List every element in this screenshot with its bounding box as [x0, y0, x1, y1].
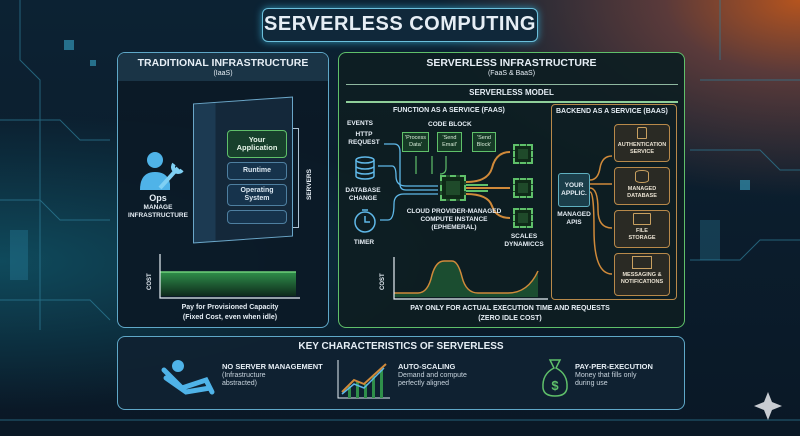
page-title: Serverless Computing — [264, 13, 536, 35]
usage-cost-caption-1: Pay only for actual execution time and r… — [410, 305, 610, 312]
service-file-storage: File Storage — [614, 210, 670, 248]
serverless-subtitle: (FaaS & BaaS) — [487, 70, 536, 77]
fixed-cost-caption-1: Pay for Provisioned Capacity — [181, 304, 279, 311]
event-http-request: HTTP Request — [348, 131, 380, 146]
scaled-chip-icon-1 — [513, 144, 533, 164]
service-database: Managed Database — [614, 167, 670, 205]
baas-box — [551, 104, 677, 300]
your-app-box — [558, 173, 590, 207]
stack-hardware — [227, 210, 287, 224]
servers-label: Servers — [306, 169, 313, 200]
timer-icon — [354, 209, 376, 233]
key-item-title-3: Pay-per-Execution — [575, 362, 653, 371]
code-block-send-email: 'Send Email' — [437, 132, 462, 152]
usage-cost-area — [394, 261, 538, 297]
stack-runtime: Runtime — [227, 162, 287, 180]
compute-caption: Cloud Provider-Managed Compute Instance … — [406, 208, 502, 231]
usage-cost-chart — [393, 257, 548, 300]
key-item-desc-1: (Infrastructure abstracted) — [222, 372, 266, 387]
code-block-send-block: 'Send Block' — [472, 132, 496, 152]
usage-cost-axis-label: Cost — [380, 273, 386, 290]
scaled-chip-icon-3 — [513, 208, 533, 228]
service-database-label: Managed Database — [627, 186, 657, 199]
code-block-label: Code Block — [428, 121, 472, 128]
key-item-desc-3: Money that fills only during use — [575, 372, 637, 387]
baas-title: Backend as a Service (BaaS) — [556, 108, 668, 115]
faas-title: Function as a Service (FaaS) — [393, 107, 505, 114]
fixed-cost-area — [160, 272, 296, 296]
scales-caption: Scales Dynamiccs — [504, 233, 544, 248]
usage-cost-caption-2: (Zero idle cost) — [478, 315, 542, 322]
event-database-change: Database Change — [345, 187, 381, 202]
scaled-chip-icon-2 — [513, 178, 533, 198]
service-messaging: Messaging & Notifications — [614, 253, 670, 296]
database-icon — [355, 156, 375, 180]
events-label: Events — [347, 120, 374, 127]
service-authentication-label: Authentication Service — [617, 142, 667, 155]
fixed-cost-chart — [159, 254, 300, 299]
key-characteristics-panel — [117, 336, 685, 410]
stack-operating-system: Operating System — [227, 184, 287, 206]
money-bag-icon: $ — [542, 359, 568, 397]
fixed-cost-axis-label: Cost — [147, 273, 153, 290]
managed-apis-label: Managed APIs — [557, 211, 591, 226]
traditional-title: Traditional Infrastructure — [137, 57, 309, 69]
sparkle-icon — [754, 392, 782, 420]
envelope-icon — [632, 256, 652, 269]
key-item-title-1: No Server Management — [222, 362, 323, 371]
faas-flow-arrows — [378, 143, 511, 221]
key-item-title-2: Auto-Scaling — [398, 362, 456, 371]
relaxing-person-icon — [161, 360, 215, 395]
page-title-box: Serverless Computing — [262, 8, 538, 42]
service-authentication: Authentication Service — [614, 124, 670, 162]
serverless-model-label: Serverless Model — [469, 88, 554, 97]
service-file-storage-label: File Storage — [628, 228, 656, 241]
serverless-title: Serverless Infrastructure — [426, 57, 597, 69]
service-messaging-label: Messaging & Notifications — [620, 272, 664, 285]
folder-icon — [633, 213, 651, 225]
event-timer: Timer — [353, 239, 375, 246]
stack-application: Your Application — [227, 130, 287, 158]
ops-person-wrench-icon — [140, 152, 184, 190]
key-item-desc-2: Demand and compute perfectly aligned — [398, 372, 467, 387]
ops-label: Ops — [149, 193, 167, 203]
baas-arrows — [590, 155, 613, 275]
svg-text:$: $ — [551, 378, 559, 393]
key-title: Key Characteristics of Serverless — [298, 341, 504, 352]
fixed-cost-caption-2: (Fixed Cost, even when idle) — [182, 314, 278, 321]
traditional-subtitle: (IaaS) — [213, 70, 233, 77]
servers-bracket — [293, 128, 299, 228]
baas-app-label: Your Applic. — [561, 182, 587, 197]
database-icon — [635, 170, 649, 183]
ops-caption: Manage Infrastructure — [128, 204, 188, 219]
compute-chip-icon — [440, 175, 466, 201]
growth-chart-icon — [337, 360, 390, 399]
code-block-process-data: 'Process Data' — [402, 132, 429, 152]
lock-icon — [637, 127, 647, 139]
